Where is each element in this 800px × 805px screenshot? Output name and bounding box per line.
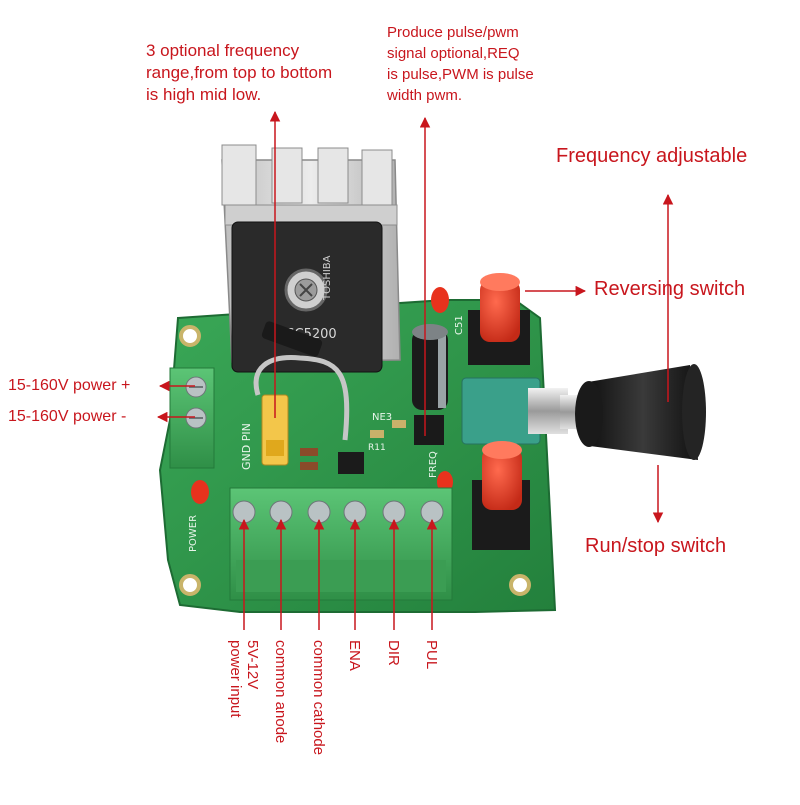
freq-marking: FREQ xyxy=(428,451,439,478)
knob xyxy=(575,364,706,460)
pwm-jumper xyxy=(414,415,444,445)
frequency-range-annotation: 3 optional frequency range,from top to b… xyxy=(146,41,333,104)
terminal-label-common-cathode: common cathode xyxy=(310,640,327,756)
terminal-label-ena: ENA xyxy=(346,640,363,671)
run-stop-switch xyxy=(472,441,530,550)
screw-power-input xyxy=(232,500,256,524)
reversing-switch-annotation: Reversing switch xyxy=(594,278,746,300)
reversing-switch xyxy=(468,273,530,365)
frequency-adjustable-annotation: Frequency adjustable xyxy=(556,145,748,167)
screw-ena xyxy=(343,500,367,524)
terminal-arrows xyxy=(238,518,438,630)
r11-marking: R11 xyxy=(368,443,386,453)
power-plus-annotation: 15-160V power + xyxy=(8,377,131,394)
smd-components: NE3 R11 FREQ C51 POWER xyxy=(188,315,465,552)
terminal-screws xyxy=(232,500,444,524)
capacitor xyxy=(412,324,448,410)
gnd-pin-marking: GND PIN xyxy=(240,423,253,470)
annotation-arrows xyxy=(156,110,674,524)
terminal-label-power-input: 5V-12V power input xyxy=(227,640,261,718)
screw-common-cathode xyxy=(307,500,331,524)
signal-terminal-block xyxy=(229,487,453,601)
power-minus-annotation: 15-160V power - xyxy=(8,408,127,425)
transistor-brand: TOSHIBA xyxy=(322,255,333,301)
ne3-marking: NE3 xyxy=(372,412,392,423)
pulse-pwm-annotation: Produce pulse/pwm signal optional,REQ is… xyxy=(387,24,534,104)
power-marking: POWER xyxy=(188,515,199,552)
run-stop-switch-annotation: Run/stop switch xyxy=(585,535,727,557)
screw-dir xyxy=(382,500,406,524)
terminal-label-pul: PUL xyxy=(423,640,440,670)
wire-loop xyxy=(253,355,350,441)
terminal-label-common-anode: common anode xyxy=(272,640,289,744)
c51-marking: C51 xyxy=(454,315,465,335)
screw-common-anode xyxy=(269,500,293,524)
screw-pul xyxy=(420,500,444,524)
mounting-holes xyxy=(179,325,531,596)
frequency-jumper: GND PIN xyxy=(240,394,289,470)
diode xyxy=(261,321,323,357)
terminal-label-dir: DIR xyxy=(385,640,402,666)
power-terminal xyxy=(169,367,215,469)
potentiometer xyxy=(461,377,590,445)
